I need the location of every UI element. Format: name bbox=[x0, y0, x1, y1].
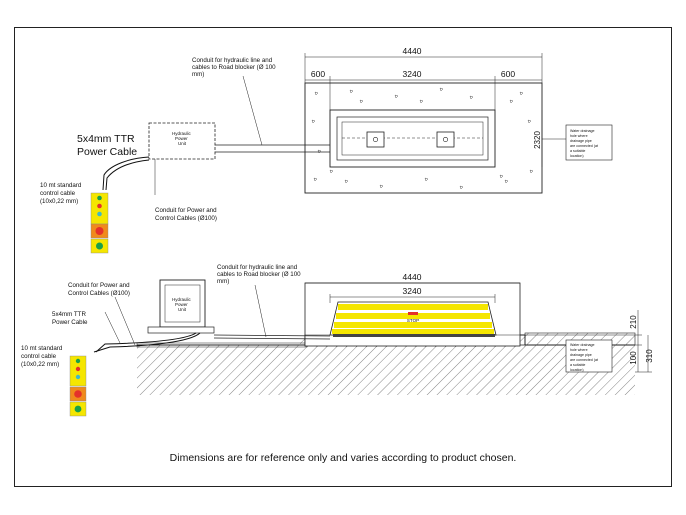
emergency-stop-icon bbox=[95, 227, 104, 235]
side-control-cable-label: 10 mt standard control cable (10x0,22 mm… bbox=[21, 345, 64, 368]
side-conduit-hydraulic-label: Conduit for hydraulic line and cables to… bbox=[217, 264, 302, 285]
concrete-speckle bbox=[459, 185, 464, 190]
side-view: STOP 4440 3240 210 100 310 Water drainag… bbox=[21, 264, 654, 417]
green-button-icon bbox=[75, 358, 81, 364]
top-conduit-power-label: Conduit for Power and Control Cables (Ø1… bbox=[155, 207, 218, 222]
concrete-speckle bbox=[529, 169, 534, 174]
top-drainage-box bbox=[565, 124, 613, 161]
emergency-stop-icon bbox=[74, 390, 82, 398]
top-drainage-text: Water drainage hole where drainage pipe … bbox=[570, 129, 599, 158]
side-drainage-box bbox=[565, 339, 613, 373]
side-dim-total: 4440 bbox=[403, 272, 422, 282]
top-dim-left: 600 bbox=[311, 69, 325, 79]
side-hpu-label: Hydraulic Power Unit bbox=[172, 297, 192, 312]
top-control-cable-label: 10 mt standard control cable (10x0,22 mm… bbox=[40, 182, 83, 205]
side-dim-210: 210 bbox=[629, 315, 638, 329]
top-dim-side: 2320 bbox=[533, 131, 542, 149]
side-dim-mid: 3240 bbox=[403, 286, 422, 296]
side-control-panel bbox=[69, 355, 87, 417]
concrete-speckle bbox=[424, 177, 429, 182]
concrete-speckle bbox=[349, 89, 354, 94]
concrete-speckle bbox=[469, 95, 474, 100]
concrete-speckle bbox=[527, 119, 532, 124]
concrete-speckle bbox=[499, 174, 504, 179]
top-power-cable-label: 5x4mm TTR Power Cable bbox=[77, 133, 137, 158]
concrete-speckle bbox=[359, 99, 364, 104]
side-drainage-text: Water drainage hole where drainage pipe … bbox=[570, 343, 599, 372]
top-dim-total: 4440 bbox=[403, 46, 422, 56]
top-dim-right: 600 bbox=[501, 69, 515, 79]
ground-hatch bbox=[137, 345, 635, 395]
side-conduit-power-label: Conduit for Power and Control Cables (Ø1… bbox=[68, 282, 131, 297]
concrete-speckle bbox=[439, 87, 444, 92]
top-blocker-outer bbox=[329, 109, 496, 168]
red-button-icon bbox=[75, 366, 81, 372]
green-button-icon bbox=[97, 195, 102, 201]
concrete-speckles bbox=[311, 87, 534, 190]
top-blocker-inner bbox=[336, 116, 489, 161]
concrete-speckle bbox=[419, 99, 424, 104]
concrete-speckle bbox=[314, 91, 319, 96]
top-control-panel bbox=[90, 192, 109, 254]
cyan-button-icon bbox=[75, 374, 81, 380]
concrete-speckle bbox=[504, 179, 509, 184]
top-pit-left bbox=[366, 131, 385, 148]
top-dim-mid: 3240 bbox=[403, 69, 422, 79]
side-power-cable-label: 5x4mm TTR Power Cable bbox=[52, 311, 88, 326]
concrete-speckle bbox=[519, 91, 524, 96]
footer-note: Dimensions are for reference only and va… bbox=[169, 452, 517, 464]
concrete-speckle bbox=[394, 94, 399, 99]
key-switch-icon bbox=[96, 242, 103, 250]
key-switch-icon bbox=[74, 405, 82, 413]
side-hydraulic-power-unit bbox=[159, 279, 206, 328]
top-hydraulic-power-unit bbox=[148, 122, 216, 160]
side-dim-100: 100 bbox=[629, 351, 638, 365]
top-view: 4440 600 3240 600 2320 Water drainage ho… bbox=[40, 46, 613, 254]
side-dim-310: 310 bbox=[645, 349, 654, 363]
top-pit-right bbox=[436, 131, 455, 148]
concrete-speckle bbox=[344, 179, 349, 184]
concrete-speckle bbox=[311, 119, 316, 124]
concrete-speckle bbox=[509, 99, 514, 104]
top-hpu-label: Hydraulic Power Unit bbox=[172, 131, 192, 146]
concrete-speckle bbox=[329, 169, 334, 174]
top-conduit-hydraulic-label: Conduit for hydraulic line and cables to… bbox=[192, 57, 277, 78]
road-blocker: STOP bbox=[329, 301, 497, 337]
stop-label: STOP bbox=[407, 318, 419, 323]
cyan-button-icon bbox=[97, 211, 102, 217]
concrete-speckle bbox=[379, 184, 384, 189]
drawing-frame bbox=[14, 27, 672, 487]
concrete-speckle bbox=[313, 177, 318, 182]
red-button-icon bbox=[97, 203, 102, 209]
